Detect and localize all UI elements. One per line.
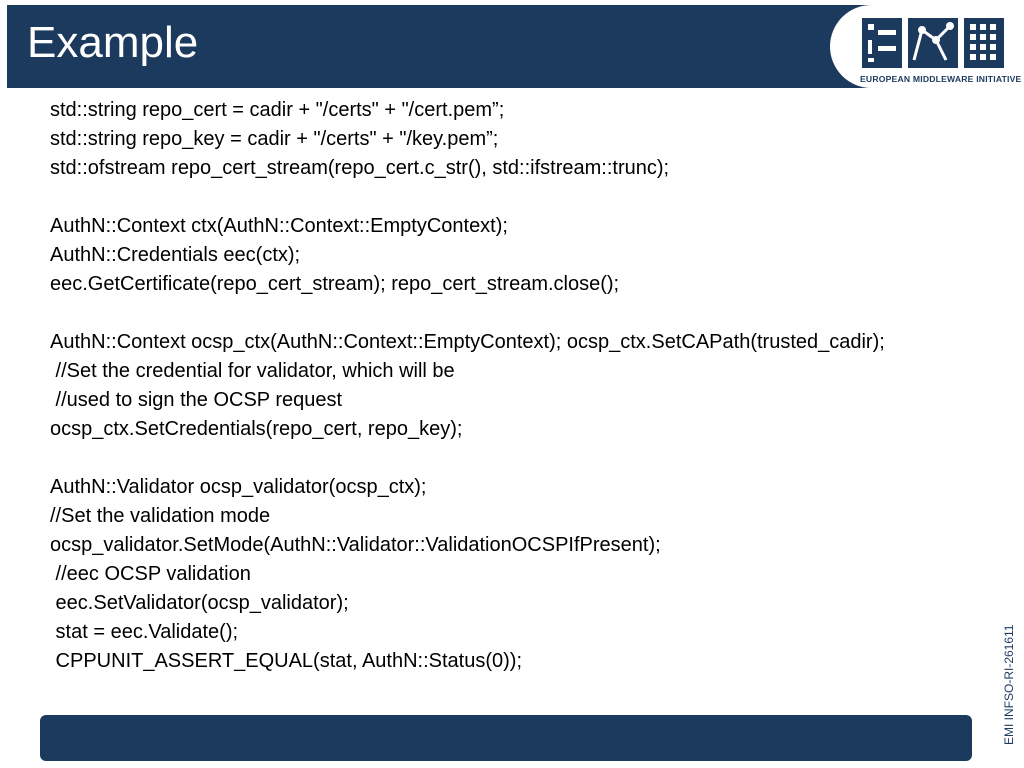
- code-line: eec.SetValidator(ocsp_validator);: [50, 592, 349, 614]
- code-line: eec.GetCertificate(repo_cert_stream); re…: [50, 273, 620, 295]
- logo-caption: EUROPEAN MIDDLEWARE INITIATIVE: [860, 74, 1022, 84]
- side-label: EMI INFSO-RI-261611: [1002, 624, 1016, 745]
- footer-bar: [40, 715, 972, 761]
- slide-title: Example: [27, 18, 199, 67]
- code-line: //eec OCSP validation: [50, 563, 251, 585]
- code-line: std::string repo_cert = cadir + "/certs"…: [50, 99, 505, 121]
- code-line: //used to sign the OCSP request: [50, 389, 343, 411]
- code-line: std::ofstream repo_cert_stream(repo_cert…: [50, 157, 670, 179]
- code-line: stat = eec.Validate();: [50, 621, 239, 643]
- code-line: AuthN::Context ocsp_ctx(AuthN::Context::…: [50, 331, 885, 353]
- code-line: CPPUNIT_ASSERT_EQUAL(stat, AuthN::Status…: [50, 650, 523, 672]
- code-line: ocsp_ctx.SetCredentials(repo_cert, repo_…: [50, 418, 463, 440]
- code-line: //Set the credential for validator, whic…: [50, 360, 455, 382]
- code-line: AuthN::Credentials eec(ctx);: [50, 244, 301, 266]
- emi-logo: [862, 18, 1004, 68]
- code-block: std::string repo_cert = cadir + "/certs"…: [50, 96, 885, 676]
- code-line: ocsp_validator.SetMode(AuthN::Validator:…: [50, 534, 661, 556]
- code-line: //Set the validation mode: [50, 505, 271, 527]
- code-line: AuthN::Validator ocsp_validator(ocsp_ctx…: [50, 476, 427, 498]
- code-line: std::string repo_key = cadir + "/certs" …: [50, 128, 499, 150]
- code-line: AuthN::Context ctx(AuthN::Context::Empty…: [50, 215, 508, 237]
